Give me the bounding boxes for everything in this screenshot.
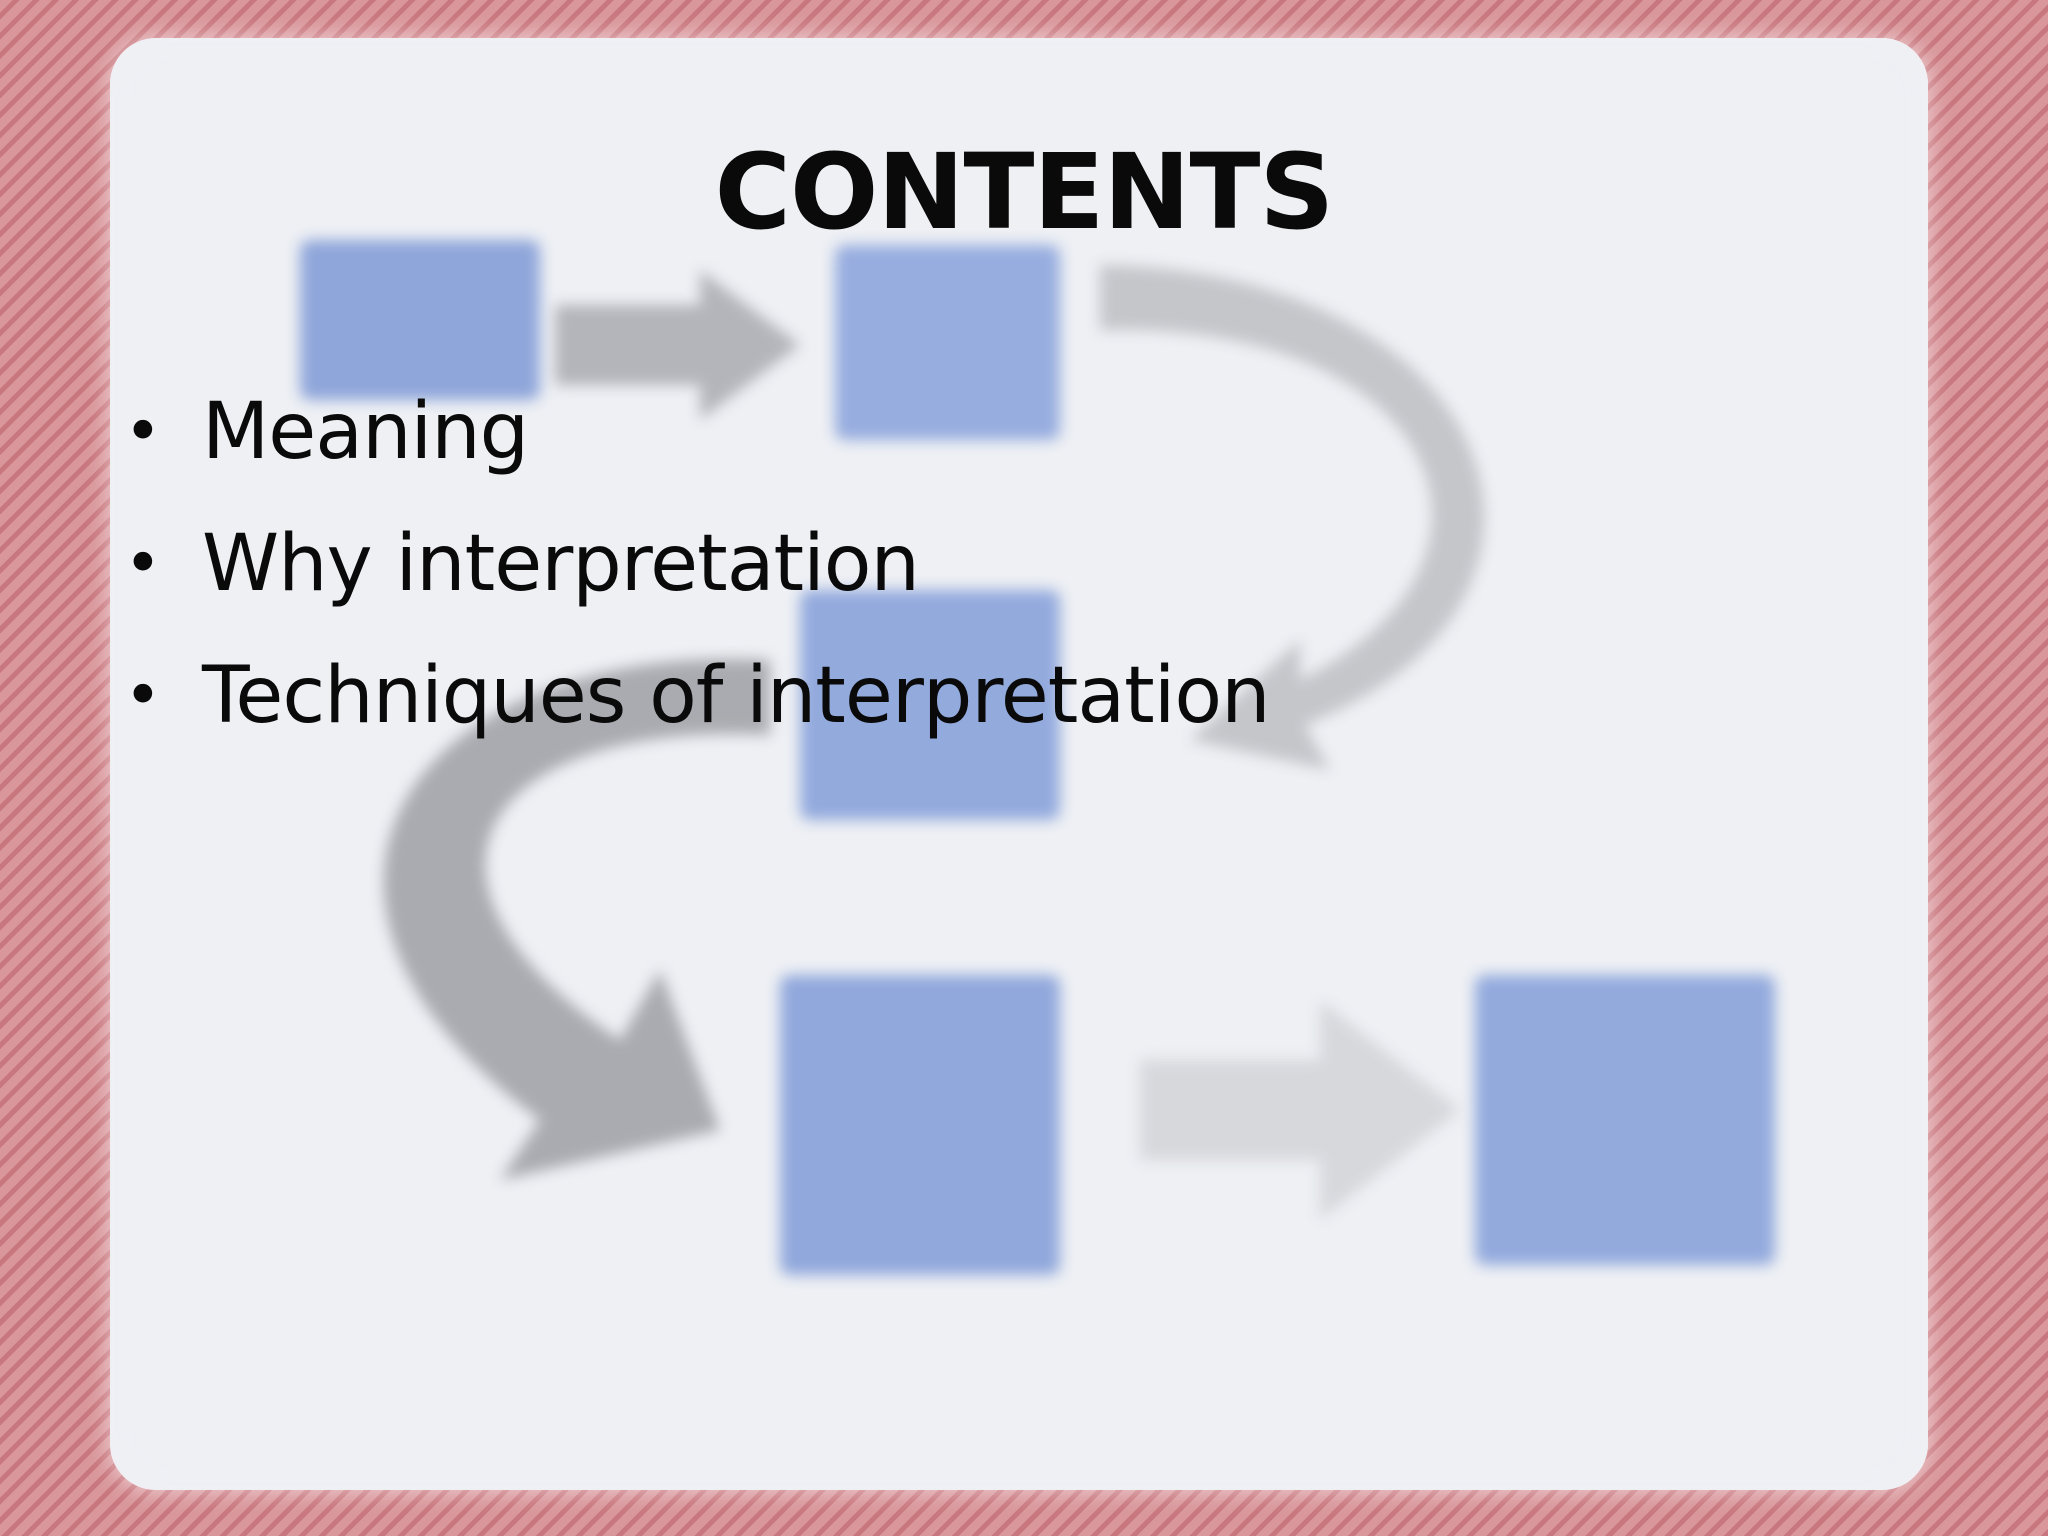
bullet-list: • Meaning • Why interpretation • Techniq… <box>124 366 1271 762</box>
diagram-box-2 <box>835 245 1060 440</box>
slide-title: CONTENTS <box>714 131 1335 253</box>
diagram-box-3 <box>800 590 1060 820</box>
bullet-marker: • <box>124 527 162 601</box>
diagram-box-1 <box>300 240 540 400</box>
diagram-box-5 <box>1475 975 1775 1265</box>
bullet-item-meaning: • Meaning <box>124 366 1270 498</box>
diagram-arrow-2 <box>1140 1000 1460 1220</box>
diagram-curved-arrow-1 <box>1100 265 1485 770</box>
bullet-text: Meaning <box>202 387 529 477</box>
bullet-marker: • <box>124 659 162 733</box>
bullet-item-why-interpretation: • Why interpretation <box>124 498 1270 630</box>
bullet-text: Techniques of interpretation <box>202 651 1271 741</box>
bullet-marker: • <box>124 395 162 469</box>
diagram-arrow-1 <box>555 270 800 420</box>
diagram-box-4 <box>780 975 1060 1275</box>
bullet-text: Why interpretation <box>202 519 920 609</box>
bullet-item-techniques: • Techniques of interpretation <box>124 630 1271 762</box>
diagram-curved-arrow-2 <box>383 658 770 1180</box>
